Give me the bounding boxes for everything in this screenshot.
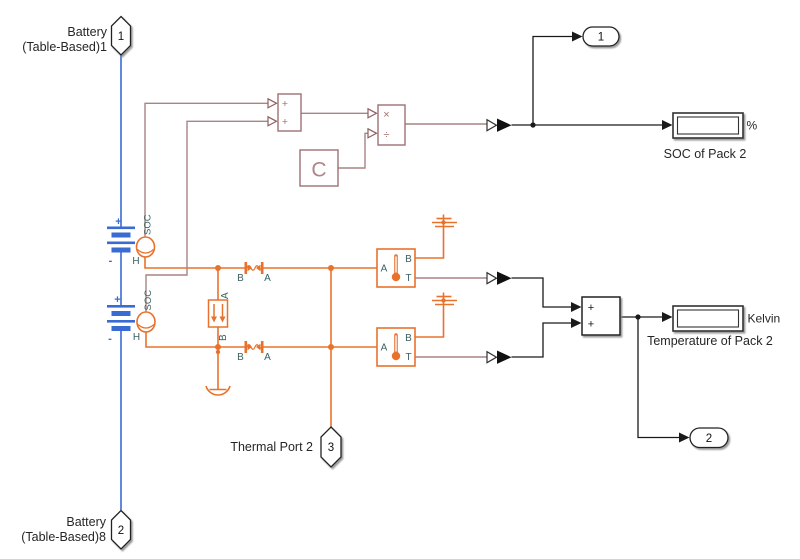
soc-display-block[interactable] [672,112,744,139]
sensor2-b-wire[interactable] [415,301,445,338]
soc-to-outport1-wire[interactable] [532,35,572,126]
battery2-plus-sign: + [114,294,120,306]
cond1-b-label: B [237,273,244,284]
battery1-soc-label: SOC [143,214,154,235]
cond2-a-label: A [264,352,271,363]
battery1-label-line1: Battery [67,25,107,39]
thermal-reference1-icon[interactable] [432,214,457,228]
ps-add-block[interactable] [277,93,302,132]
junction-dot [441,220,446,225]
battery2-symbol[interactable] [107,305,135,331]
temp1-signal-wire[interactable] [511,277,572,308]
battery8-label-line1: Battery [66,515,106,529]
junction-dot [215,349,221,355]
battery1-plus-sign: + [115,216,121,228]
junction-dot [328,265,334,271]
ps-divide-div: ÷ [383,129,389,141]
conn-port2-number: 2 [118,525,124,537]
junction-dot [441,298,446,303]
battery1-symbol[interactable] [107,226,135,253]
conn-port1-number: 1 [118,31,124,43]
ps-input-port [367,107,378,119]
ps-simulink-converter2[interactable] [486,271,512,285]
conductive-heat-block1[interactable] [244,262,264,274]
thermal-port-hexagon[interactable] [320,426,342,468]
conv-b-label: B [218,334,229,341]
ps-constant-label: C [311,159,326,182]
insulator-cup-icon [205,385,231,396]
arrowhead [571,302,582,312]
arrowhead [662,312,673,322]
battery1-label-line2: (Table-Based)1 [22,40,107,54]
ps-input-port [267,97,278,109]
outport2-number: 2 [706,433,712,445]
outport2-block[interactable] [689,427,729,449]
ps-input-port [267,115,278,127]
outport1-block[interactable] [582,26,620,47]
sensor1-t-label: T [405,273,411,284]
conv-a-label: A [220,292,231,299]
temperature-sensor2[interactable] [376,327,416,367]
ps-simulink-converter3[interactable] [486,350,512,364]
thermal-port-label: Thermal Port 2 [230,440,313,454]
conn-port1-hexagon[interactable] [110,15,132,56]
junction-dot [328,344,334,350]
sum-plus2: + [588,319,594,331]
temperature-display-block[interactable] [672,305,744,332]
arrowhead [571,318,582,328]
thermal-reference2-icon[interactable] [432,292,457,306]
battery2-h-label: H [133,332,140,343]
ps-constant-block[interactable] [299,149,339,187]
ps-simulink-converter1[interactable] [486,118,512,132]
sensor2-a-label: A [381,343,388,354]
sensor2-t-label: T [405,352,411,363]
thermal-rail-bottom-left[interactable] [145,332,245,348]
junction-dot [215,265,221,271]
sensor2-b-label: B [405,333,412,344]
arrowhead [679,432,690,443]
junction-dot [530,122,536,128]
battery1-h-label: H [132,256,139,267]
temp-unit-label: Kelvin [748,312,781,326]
soc-display-name: SOC of Pack 2 [664,147,747,161]
sensor1-a-label: A [381,264,388,275]
battery8-label-line2: (Table-Based)8 [21,530,106,544]
cond2-b-label: B [237,352,244,363]
arrowhead [572,31,583,42]
junction-dot [215,344,221,350]
battery1-soc-port[interactable] [135,236,156,258]
conn-port2-hexagon[interactable] [110,509,132,550]
battery1-minus-sign: - [109,255,113,267]
sum-block[interactable] [581,296,621,336]
battery2-soc-label: SOC [143,290,154,311]
temp-to-outport2-wire[interactable] [637,317,679,439]
sensor1-b-label: B [405,254,412,265]
ps-divide-block[interactable] [377,104,406,146]
soc1-signal-wire[interactable] [144,102,268,237]
temperature-display-name: Temperature of Pack 2 [647,334,773,348]
sum-plus1: + [588,302,594,314]
sensor1-b-wire[interactable] [415,222,445,259]
convective-heat-block[interactable] [207,299,229,328]
outport1-number: 1 [598,32,604,44]
junction-dot [635,314,641,320]
conductive-heat-block2[interactable] [244,341,264,353]
thermal-port-number: 3 [328,442,334,454]
ps-divide-mul: × [383,109,389,121]
ps-input-port [367,127,378,139]
thermal-rail-top-left[interactable] [144,257,245,269]
soc-unit-label: % [747,119,758,133]
temperature-sensor1[interactable] [376,248,416,288]
temp2-signal-wire[interactable] [511,322,572,358]
arrowhead [662,120,673,130]
ps-add-plus1: + [282,98,288,110]
battery2-soc-port[interactable] [136,311,156,333]
constant-to-divide-wire[interactable] [338,132,368,169]
ps-add-plus2: + [282,116,288,128]
battery2-minus-sign: - [108,333,112,345]
soc2-signal-wire[interactable] [145,120,268,312]
cond1-a-label: A [264,273,271,284]
